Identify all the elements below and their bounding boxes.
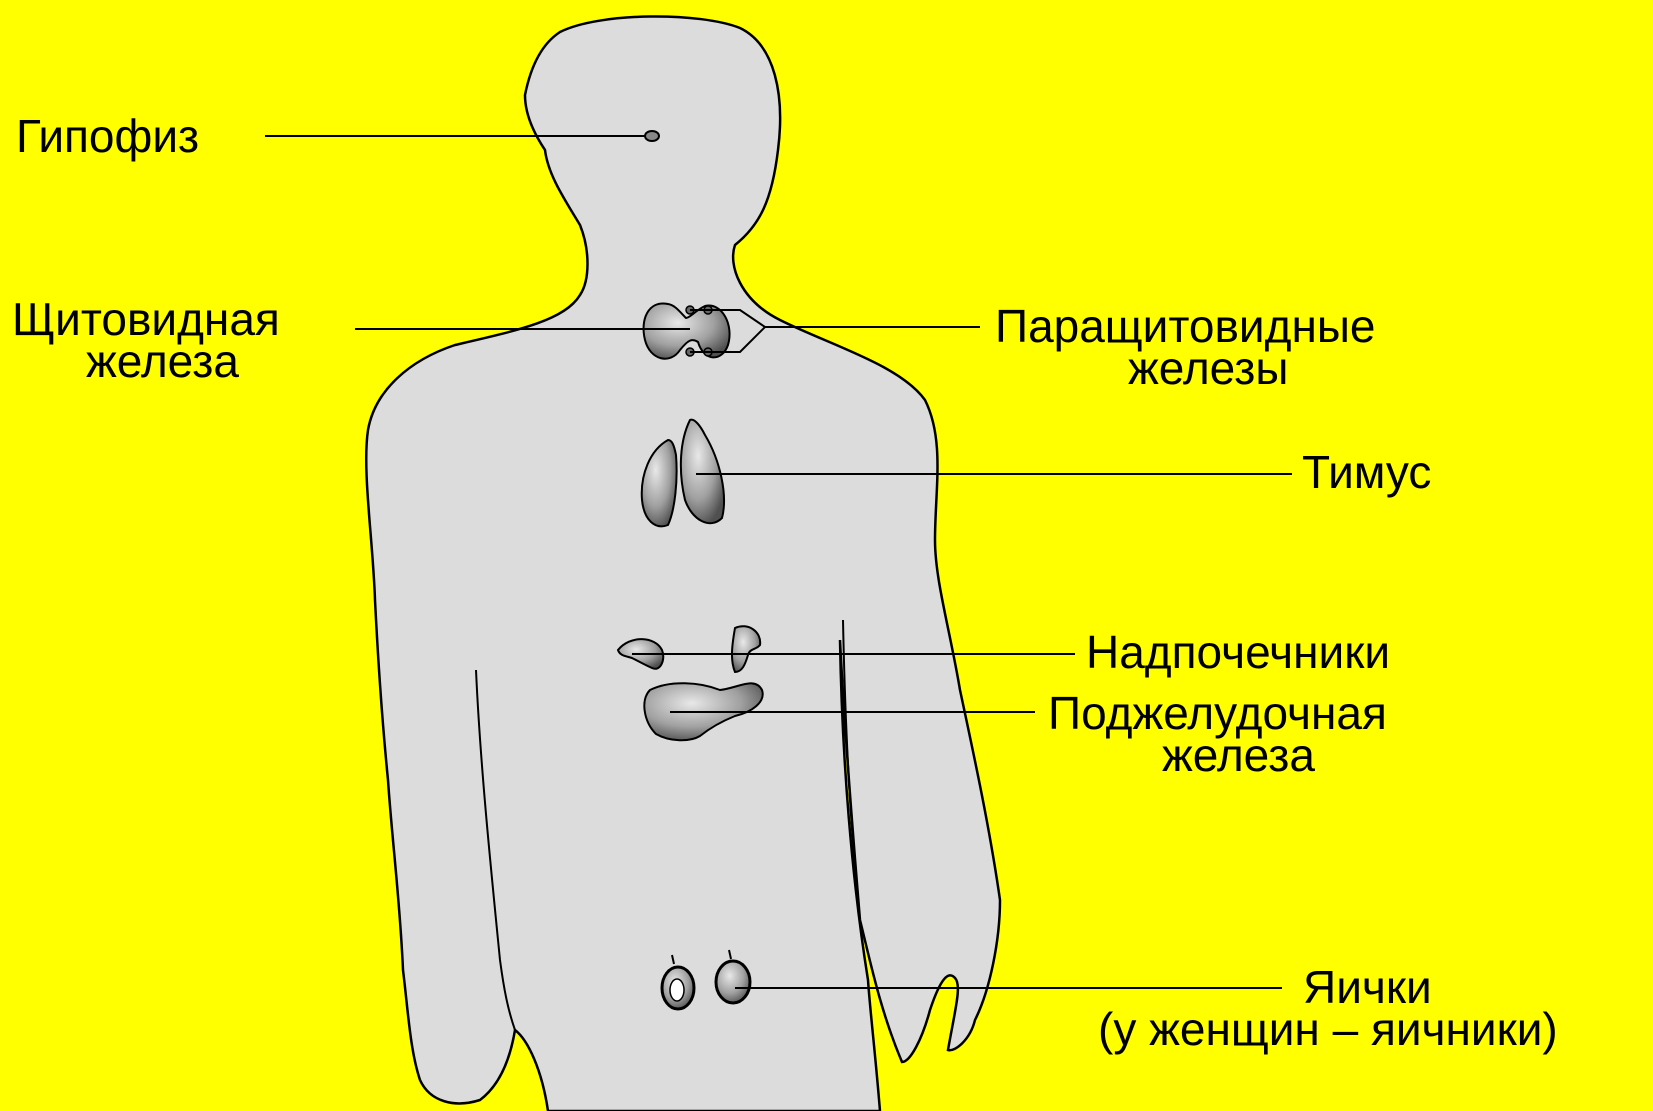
adrenals-label: Надпочечники: [1086, 626, 1390, 678]
pituitary-label: Гипофиз: [16, 110, 199, 162]
parathyroid-label-line2: железы: [1128, 342, 1288, 394]
thymus-label: Тимус: [1302, 446, 1431, 498]
pancreas-label-line2: железа: [1162, 729, 1315, 781]
thyroid-label-line2: железа: [86, 335, 239, 387]
testes-label-line2: (у женщин – яичники): [1098, 1003, 1558, 1055]
pituitary-gland: [645, 131, 659, 141]
body-silhouette: [366, 16, 1000, 1111]
